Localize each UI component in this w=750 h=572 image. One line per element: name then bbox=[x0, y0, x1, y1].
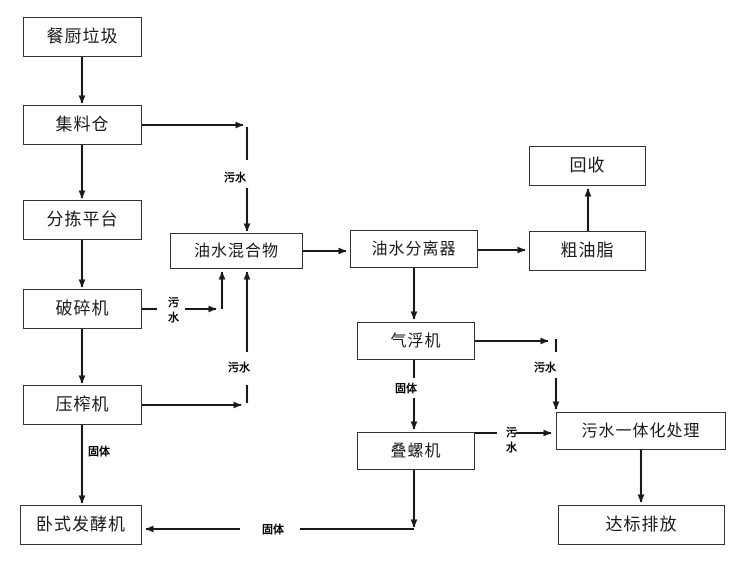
node-crusher[interactable]: 破碎机 bbox=[23, 289, 142, 329]
edge-label-solid-flotation: 固体 bbox=[395, 382, 417, 395]
node-press[interactable]: 压榨机 bbox=[23, 385, 142, 425]
node-kitchen-waste[interactable]: 餐厨垃圾 bbox=[23, 17, 142, 57]
node-screw-press[interactable]: 叠螺机 bbox=[357, 432, 475, 470]
node-oil-water-separator[interactable]: 油水分离器 bbox=[350, 230, 478, 268]
node-compliant-discharge[interactable]: 达标排放 bbox=[558, 505, 725, 545]
node-sorting-platform[interactable]: 分拣平台 bbox=[23, 200, 142, 240]
edge-label-wastewater-flotation: 污水 bbox=[534, 361, 556, 374]
edge-label-wastewater-crusher: 污 水 bbox=[168, 296, 179, 325]
edge-label-solid-press: 固体 bbox=[88, 445, 110, 458]
edge-label-wastewater-bin: 污水 bbox=[224, 171, 246, 184]
edge-label-solid-screwpress: 固体 bbox=[262, 523, 284, 536]
edge-label-wastewater-screwpress: 污 水 bbox=[506, 426, 517, 455]
node-recycling[interactable]: 回收 bbox=[529, 146, 646, 186]
node-wastewater-treatment[interactable]: 污水一体化处理 bbox=[556, 412, 726, 450]
edge-label-wastewater-press: 污水 bbox=[228, 361, 250, 374]
node-oil-water-mixture[interactable]: 油水混合物 bbox=[170, 233, 303, 269]
node-collection-bin[interactable]: 集料仓 bbox=[23, 105, 142, 145]
node-horizontal-fermenter[interactable]: 卧式发酵机 bbox=[20, 505, 142, 545]
node-crude-oil[interactable]: 粗油脂 bbox=[529, 231, 646, 271]
node-flotation-machine[interactable]: 气浮机 bbox=[357, 322, 475, 360]
